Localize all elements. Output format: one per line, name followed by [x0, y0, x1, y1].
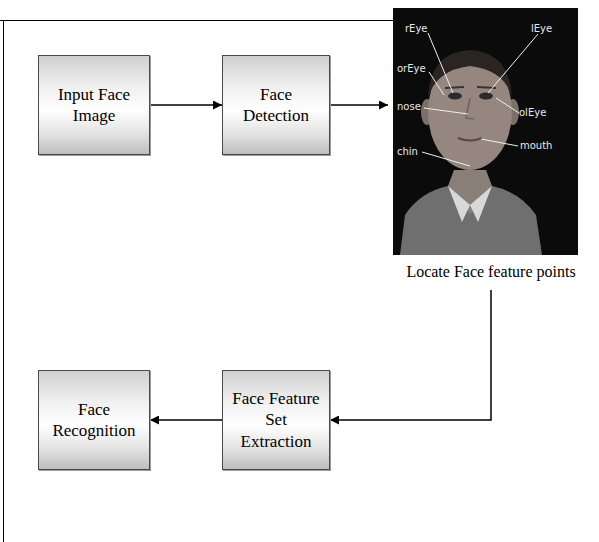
process-box: Input Face Image: [38, 55, 150, 155]
hair: [428, 50, 512, 98]
frame-line: [3, 20, 4, 542]
box-label: Face Detection: [230, 84, 322, 127]
leader-line: [429, 72, 444, 95]
process-box: Face Feature Set Extraction: [222, 370, 330, 470]
leader-line: [481, 139, 518, 146]
brow: [445, 87, 496, 88]
nose-shape: [466, 98, 474, 119]
feature-label: nose: [397, 101, 421, 113]
eye: [448, 93, 462, 100]
feature-label: rEye: [405, 23, 428, 35]
flow-arrow: [330, 290, 491, 420]
mouth-shape: [458, 138, 482, 141]
box-label: Face Recognition: [46, 399, 142, 442]
leader-line: [488, 34, 538, 93]
flow-arrow: [330, 104, 388, 106]
figure-caption: Locate Face feature points: [406, 262, 575, 281]
process-box: Face Detection: [222, 55, 330, 155]
collar: [448, 186, 492, 222]
leader-line: [496, 98, 519, 113]
leader-line: [424, 108, 468, 114]
face-photo-node: rEye lEye orEye nose olEye chin mouthLocate Fa…: [388, 8, 594, 290]
eye: [479, 93, 493, 100]
flow-arrow: [150, 104, 222, 106]
face-photo: [393, 8, 578, 255]
frame-line: [0, 20, 395, 21]
flow-arrow: [150, 419, 222, 421]
photo-ground: [393, 8, 578, 255]
box-label: Input Face Image: [46, 84, 142, 127]
feature-label: mouth: [520, 140, 552, 152]
feature-label: lEye: [531, 23, 552, 35]
leader-line: [428, 33, 453, 93]
process-box: Face Recognition: [38, 370, 150, 470]
leader-line: [422, 152, 470, 166]
feature-label: olEye: [519, 107, 546, 119]
feature-label: orEye: [397, 63, 426, 75]
box-label: Face Feature Set Extraction: [230, 388, 322, 452]
feature-label: chin: [397, 146, 418, 158]
